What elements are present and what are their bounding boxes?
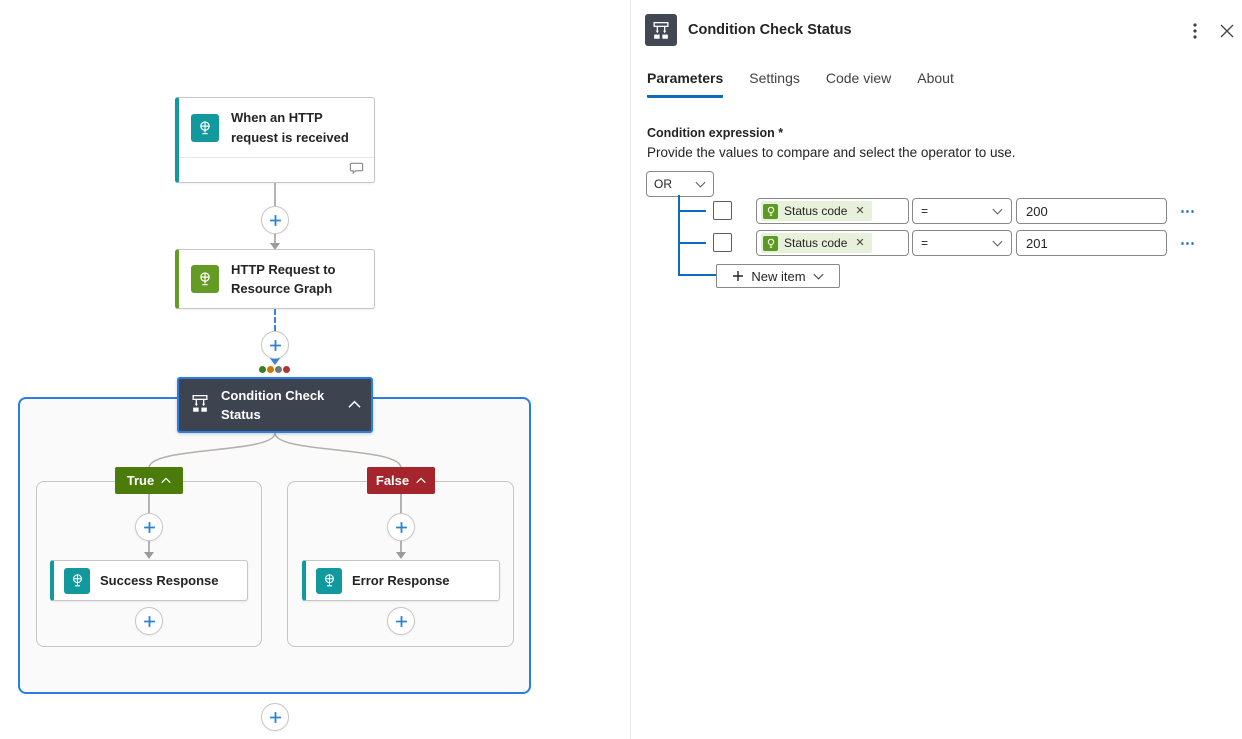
trigger-title: When an HTTP request is received bbox=[231, 110, 349, 145]
new-item-button[interactable]: New item bbox=[716, 264, 840, 288]
row-menu-button[interactable]: ⋯ bbox=[1180, 203, 1196, 220]
dynamic-content-token[interactable]: Status code ✕ bbox=[761, 201, 872, 221]
connector-line bbox=[274, 183, 276, 206]
connector-line bbox=[400, 541, 402, 552]
trigger-card-http-request[interactable]: When an HTTP request is received bbox=[175, 97, 375, 183]
arrow-down-icon bbox=[396, 552, 406, 559]
condition-operator-dropdown[interactable]: = bbox=[912, 230, 1012, 256]
dynamic-content-token[interactable]: Status code ✕ bbox=[761, 233, 872, 253]
condition-right-operand[interactable]: 200 bbox=[1016, 198, 1167, 224]
close-icon[interactable] bbox=[1216, 20, 1238, 42]
token-label: Status code bbox=[784, 236, 848, 250]
comment-icon[interactable] bbox=[349, 160, 364, 180]
connector-line bbox=[400, 494, 402, 513]
row-menu-button[interactable]: ⋯ bbox=[1180, 235, 1196, 252]
panel-title: Condition Check Status bbox=[688, 22, 852, 38]
condition-right-operand[interactable]: 201 bbox=[1016, 230, 1167, 256]
chevron-up-icon bbox=[416, 477, 426, 484]
http-response-icon bbox=[64, 567, 90, 594]
false-badge-label: False bbox=[375, 473, 410, 488]
more-options-icon[interactable] bbox=[1184, 20, 1206, 42]
condition-details-panel: Condition Check Status Parameters Settin… bbox=[631, 0, 1242, 739]
condition-left-operand[interactable]: Status code ✕ bbox=[756, 230, 909, 256]
operand-value: 200 bbox=[1026, 203, 1048, 219]
add-action-button[interactable] bbox=[387, 607, 415, 635]
tab-settings[interactable]: Settings bbox=[749, 70, 800, 86]
connector-line bbox=[148, 494, 150, 513]
error-response-title: Error Response bbox=[352, 572, 450, 588]
new-item-label: New item bbox=[751, 268, 806, 284]
success-response-title: Success Response bbox=[100, 572, 219, 588]
remove-token-icon[interactable]: ✕ bbox=[855, 236, 865, 249]
http-icon bbox=[191, 265, 219, 293]
condition-expression-label: Condition expression * bbox=[647, 126, 784, 140]
condition-scope-container bbox=[18, 397, 531, 694]
remove-token-icon[interactable]: ✕ bbox=[855, 204, 865, 217]
group-operator-value: OR bbox=[654, 177, 672, 191]
tree-connector bbox=[678, 242, 706, 244]
status-dots bbox=[259, 366, 290, 373]
http-request-icon bbox=[191, 113, 219, 142]
tab-parameters[interactable]: Parameters bbox=[647, 70, 724, 98]
add-action-button[interactable] bbox=[261, 703, 289, 731]
true-branch-badge[interactable]: True bbox=[115, 467, 183, 494]
token-label: Status code bbox=[784, 204, 848, 218]
tree-connector bbox=[678, 195, 680, 276]
condition-operator-dropdown[interactable]: = bbox=[912, 198, 1012, 224]
plus-icon bbox=[733, 271, 744, 281]
connector-line bbox=[148, 541, 150, 552]
add-action-button[interactable] bbox=[387, 513, 415, 541]
condition-expression-description: Provide the values to compare and select… bbox=[647, 145, 1016, 160]
dynamic-content-icon bbox=[763, 203, 778, 219]
tab-about[interactable]: About bbox=[917, 70, 954, 86]
arrow-down-icon bbox=[270, 243, 280, 250]
condition-icon bbox=[189, 392, 211, 419]
row-checkbox[interactable] bbox=[713, 233, 732, 252]
panel-divider bbox=[630, 0, 631, 739]
condition-icon bbox=[645, 14, 677, 46]
false-branch-badge[interactable]: False bbox=[367, 467, 435, 494]
dynamic-content-icon bbox=[763, 235, 778, 251]
group-operator-dropdown[interactable]: OR bbox=[646, 171, 714, 197]
tree-connector bbox=[678, 210, 706, 212]
add-action-button[interactable] bbox=[261, 206, 289, 234]
condition-left-operand[interactable]: Status code ✕ bbox=[756, 198, 909, 224]
condition-card[interactable]: Condition Check Status bbox=[177, 377, 373, 433]
chevron-down-icon bbox=[813, 273, 824, 280]
action-title: HTTP Request to Resource Graph bbox=[231, 261, 336, 297]
add-action-button[interactable] bbox=[261, 331, 289, 359]
true-badge-label: True bbox=[126, 473, 155, 488]
operator-value: = bbox=[921, 236, 929, 250]
http-response-icon bbox=[316, 567, 342, 594]
connector-line bbox=[274, 234, 276, 243]
chevron-down-icon bbox=[695, 181, 706, 188]
tab-code-view[interactable]: Code view bbox=[825, 70, 892, 86]
branch-connectors bbox=[148, 432, 402, 469]
arrow-down-icon bbox=[144, 552, 154, 559]
condition-title: Condition Check Status bbox=[221, 387, 325, 423]
chevron-down-icon bbox=[992, 208, 1003, 215]
add-action-button[interactable] bbox=[135, 607, 163, 635]
workflow-canvas[interactable]: When an HTTP request is received bbox=[0, 0, 630, 739]
arrow-down-icon bbox=[269, 357, 281, 365]
operator-value: = bbox=[921, 204, 929, 218]
error-response-card[interactable]: Error Response bbox=[302, 560, 500, 601]
action-card-http-resource-graph[interactable]: HTTP Request to Resource Graph bbox=[175, 249, 375, 309]
success-response-card[interactable]: Success Response bbox=[50, 560, 248, 601]
row-checkbox[interactable] bbox=[713, 201, 732, 220]
connector-line-dashed bbox=[274, 309, 276, 331]
chevron-down-icon bbox=[992, 240, 1003, 247]
chevron-up-icon bbox=[161, 477, 171, 484]
collapse-chevron-up-icon[interactable] bbox=[348, 396, 361, 414]
add-action-button[interactable] bbox=[135, 513, 163, 541]
panel-tabs: Parameters Settings Code view About bbox=[647, 70, 954, 98]
tree-connector bbox=[678, 274, 716, 276]
operand-value: 201 bbox=[1026, 235, 1048, 251]
